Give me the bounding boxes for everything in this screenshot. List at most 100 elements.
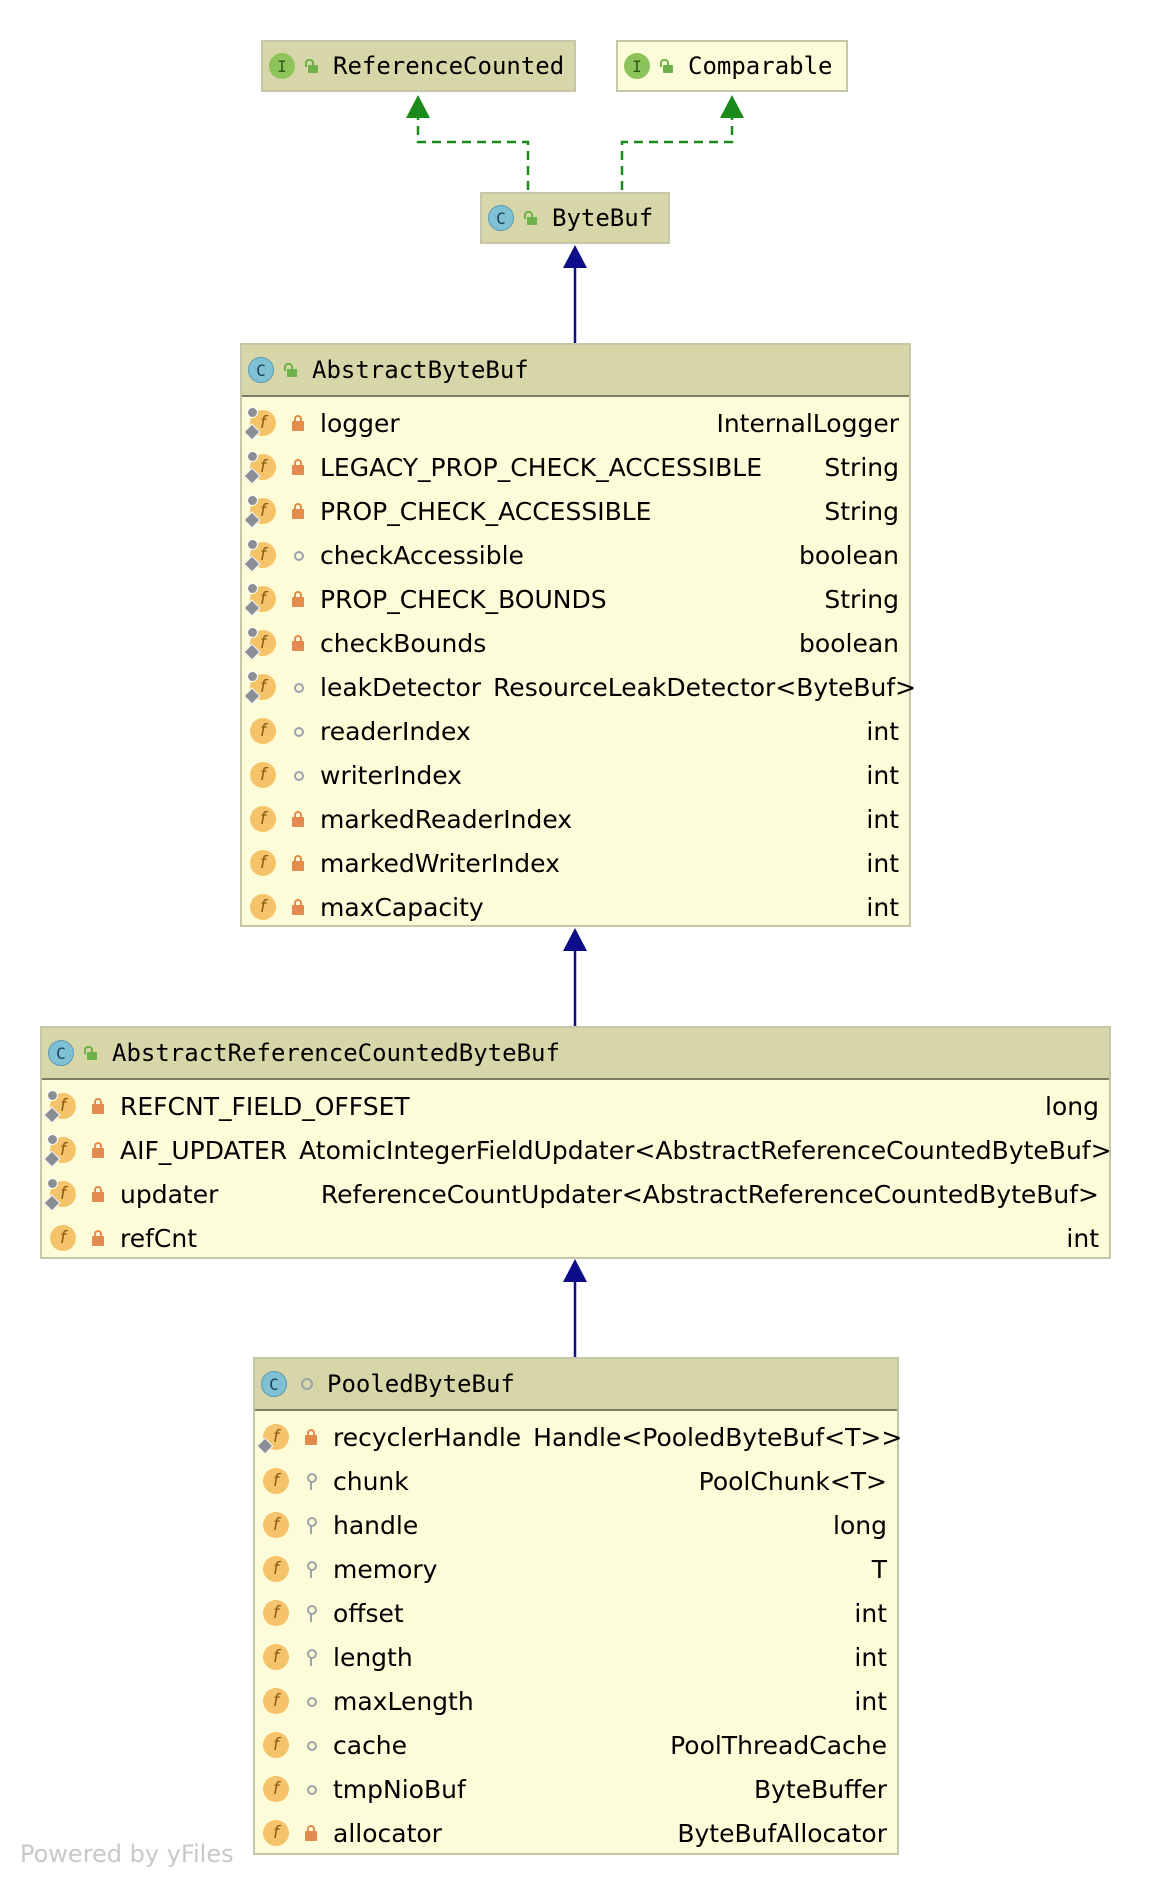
field-icon: f [247, 451, 276, 480]
node-header: I Comparable [618, 42, 846, 90]
abstract-class-icon: C [488, 205, 514, 231]
field-type: int [1066, 1223, 1099, 1253]
field-icon: f [247, 671, 276, 700]
field-icon: f [47, 1134, 76, 1163]
lock-icon [290, 502, 306, 520]
abstract-class-icon: C [48, 1040, 74, 1066]
field-type: ByteBufAllocator [677, 1818, 887, 1848]
field-icon: f [247, 495, 276, 524]
field-type: String [824, 496, 899, 526]
node-title: AbstractReferenceCountedByteBuf [112, 1039, 560, 1067]
node-header: I ReferenceCounted [263, 42, 574, 90]
lock-icon [290, 590, 306, 608]
field-type: int [866, 716, 899, 746]
field-icon: f [263, 1468, 289, 1494]
field-type: PoolThreadCache [670, 1730, 887, 1760]
field-name: REFCNT_FIELD_OFFSET [120, 1091, 410, 1121]
field-icon: f [247, 407, 276, 436]
field-type: InternalLogger [716, 408, 899, 438]
field-icon: f [250, 762, 276, 788]
lock-icon [290, 458, 306, 476]
field-name: handle [333, 1510, 419, 1540]
field-name: readerIndex [320, 716, 471, 746]
field-icon: f [47, 1178, 76, 1207]
field-name: cache [333, 1730, 408, 1760]
field-name: markedWriterIndex [320, 848, 560, 878]
implements-arrowhead-referencecounted [406, 95, 430, 118]
field-icon: f [263, 1512, 289, 1538]
circle-icon [303, 1692, 319, 1710]
class-bytebuf[interactable]: C ByteBuf [480, 192, 670, 244]
field-icon: f [263, 1776, 289, 1802]
key-icon [303, 1472, 319, 1490]
field-type: String [824, 452, 899, 482]
node-header: C PooledByteBuf [255, 1359, 897, 1411]
interface-comparable[interactable]: I Comparable [616, 40, 848, 92]
lock-icon [290, 898, 306, 916]
field-type: int [866, 804, 899, 834]
field-name: writerIndex [320, 760, 462, 790]
field-name: PROP_CHECK_BOUNDS [320, 584, 607, 614]
circle-icon [303, 1736, 319, 1754]
key-icon [303, 1604, 319, 1622]
circle-icon [290, 678, 306, 696]
public-icon [84, 1046, 98, 1060]
field-type: PoolChunk<T> [698, 1466, 887, 1496]
field-icon: f [247, 627, 276, 656]
lock-icon [290, 634, 306, 652]
field-name: recyclerHandle [333, 1422, 522, 1452]
key-icon [303, 1648, 319, 1666]
node-title: AbstractByteBuf [312, 356, 529, 384]
key-icon [303, 1560, 319, 1578]
field-type: ResourceLeakDetector<ByteBuf> [493, 672, 917, 702]
extends-arrowhead-abstractreferencecountedbytebuf [563, 1259, 587, 1282]
field-type: boolean [799, 628, 899, 658]
field-name: AIF_UPDATER [120, 1135, 288, 1165]
field-row[interactable]: f checkBounds boolean [242, 621, 909, 665]
implements-arrowhead-comparable [720, 95, 744, 118]
field-name: checkBounds [320, 628, 487, 658]
field-name: length [333, 1642, 413, 1672]
lock-icon [90, 1097, 106, 1115]
public-icon [660, 59, 674, 73]
field-icon: f [47, 1090, 76, 1119]
field-type: int [854, 1598, 887, 1628]
field-type: int [866, 892, 899, 922]
field-name: tmpNioBuf [333, 1774, 466, 1804]
field-type: ReferenceCountUpdater<AbstractReferenceC… [320, 1179, 1099, 1209]
node-title: PooledByteBuf [327, 1370, 515, 1398]
class-abstractreferencecountedbytebuf[interactable]: C AbstractReferenceCountedByteBuf f REFCN… [40, 1026, 1112, 1260]
field-icon: f [247, 583, 276, 612]
public-icon [305, 59, 319, 73]
field-name: offset [333, 1598, 404, 1628]
interface-referencecounted[interactable]: I ReferenceCounted [261, 40, 576, 92]
